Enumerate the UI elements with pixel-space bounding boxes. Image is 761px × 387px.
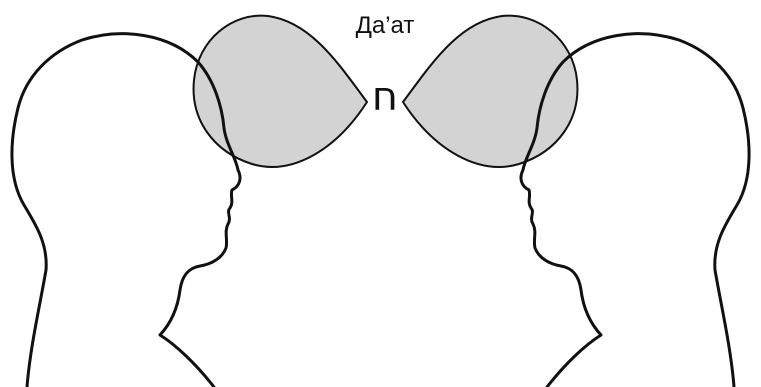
center-letter-chet: ח	[372, 74, 398, 120]
left-lobe	[194, 16, 367, 167]
right-lobe	[403, 16, 577, 167]
daat-label: Да’ат	[356, 12, 415, 39]
